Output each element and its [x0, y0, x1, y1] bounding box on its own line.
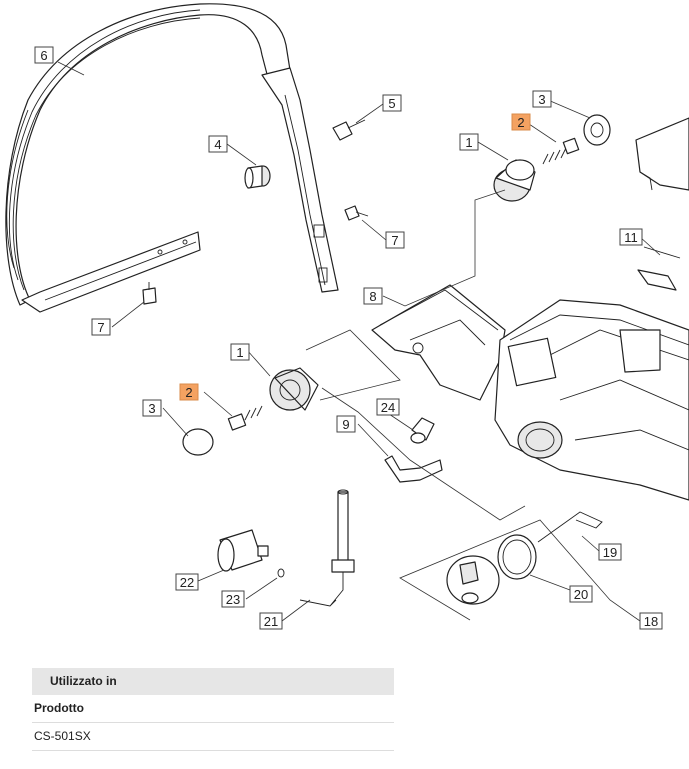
callout-3-upper[interactable]: 3 [532, 90, 552, 108]
svg-text:19: 19 [603, 545, 617, 560]
svg-text:18: 18 [644, 614, 658, 629]
callout-1-lower[interactable]: 1 [230, 343, 250, 361]
svg-text:7: 7 [391, 233, 398, 248]
svg-text:23: 23 [226, 592, 240, 607]
front-handle-part [5, 3, 339, 313]
svg-text:2: 2 [517, 115, 524, 130]
callout-7-upper[interactable]: 7 [385, 231, 405, 249]
filter-part-22 [217, 529, 269, 572]
svg-text:8: 8 [369, 289, 376, 304]
svg-text:1: 1 [465, 135, 472, 150]
svg-text:3: 3 [148, 401, 155, 416]
product-column-label: Prodotto [32, 695, 394, 723]
svg-text:5: 5 [388, 96, 395, 111]
oring-part-23 [277, 568, 285, 578]
callout-21[interactable]: 21 [259, 612, 283, 630]
svg-text:9: 9 [342, 417, 349, 432]
screw-part-7-upper [344, 205, 369, 221]
svg-text:7: 7 [97, 320, 104, 335]
leader-lines [57, 61, 661, 622]
cap-part-18 [446, 555, 500, 605]
used-in-header: Utilizzato in [32, 668, 394, 695]
svg-text:1: 1 [236, 345, 243, 360]
svg-text:11: 11 [624, 230, 638, 245]
gasket-part-20 [497, 534, 537, 580]
callout-1-upper[interactable]: 1 [459, 133, 479, 151]
bushing-part-4 [244, 165, 271, 189]
product-row[interactable]: CS-501SX [32, 723, 394, 751]
callout-24[interactable]: 24 [376, 398, 400, 416]
callout-9[interactable]: 9 [336, 415, 356, 433]
used-in-table: Utilizzato in Prodotto CS-501SX [32, 668, 394, 751]
callout-20[interactable]: 20 [569, 585, 593, 603]
svg-text:3: 3 [538, 92, 545, 107]
screw-part-5 [332, 119, 366, 141]
callout-3-lower[interactable]: 3 [142, 399, 162, 417]
washer-part-3-lower [182, 428, 214, 456]
clip-part-19 [537, 511, 603, 543]
callout-8[interactable]: 8 [363, 287, 383, 305]
upper-housing-fragment [635, 117, 689, 191]
fitting-part-24 [410, 417, 435, 444]
callout-18[interactable]: 18 [639, 612, 663, 630]
svg-text:6: 6 [40, 48, 47, 63]
pin-part-11 [637, 246, 681, 291]
spring-part-2-lower [227, 405, 263, 431]
tank-housing [494, 299, 689, 501]
rubber-mount-part-1-lower [269, 367, 319, 411]
callout-2-lower[interactable]: 2 [179, 383, 199, 401]
svg-text:2: 2 [185, 385, 192, 400]
callout-2-upper[interactable]: 2 [511, 113, 531, 131]
callout-7-lower[interactable]: 7 [91, 318, 111, 336]
callout-5[interactable]: 5 [382, 94, 402, 112]
callout-19[interactable]: 19 [598, 543, 622, 561]
washer-part-3-upper [583, 114, 611, 146]
svg-text:21: 21 [264, 614, 278, 629]
screw-part-7-lower [142, 282, 157, 305]
callout-22[interactable]: 22 [175, 573, 199, 591]
hose-part-9 [384, 455, 443, 483]
callout-11[interactable]: 11 [619, 228, 643, 246]
svg-text:4: 4 [214, 137, 221, 152]
pickup-tube-part-21 [299, 489, 355, 607]
rubber-mount-part-1-upper [493, 159, 536, 202]
svg-text:22: 22 [180, 575, 194, 590]
callout-4[interactable]: 4 [208, 135, 228, 153]
callout-6[interactable]: 6 [34, 46, 54, 64]
crankcase-part-8 [371, 284, 506, 401]
callout-23[interactable]: 23 [221, 590, 245, 608]
spring-part-2-upper [542, 137, 580, 165]
svg-text:20: 20 [574, 587, 588, 602]
svg-text:24: 24 [381, 400, 395, 415]
exploded-parts-diagram: 6 5 4 7 7 3 2 1 11 8 1 2 3 24 9 19 22 23… [5, 3, 689, 630]
